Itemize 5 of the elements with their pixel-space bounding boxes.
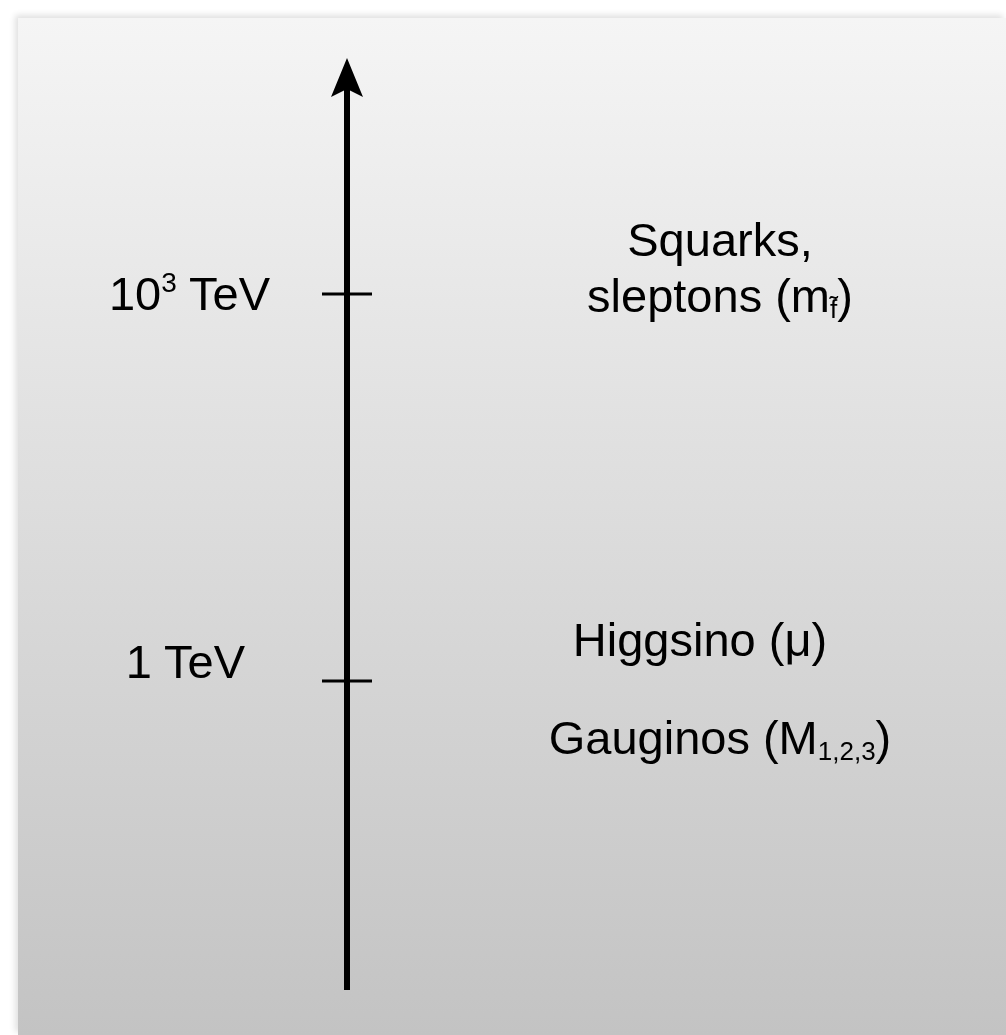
tick-label: 10$^{3}$ TeV	[107, 266, 270, 322]
particle-label: Higgsino (μ)	[571, 612, 829, 668]
particle-label: Squarks, sleptons (m$_{f̃}$)	[586, 212, 854, 324]
particle-label: Gauginos (M$_{1,2,3}$)	[547, 710, 893, 766]
tick-label: 1 TeV	[124, 634, 245, 690]
